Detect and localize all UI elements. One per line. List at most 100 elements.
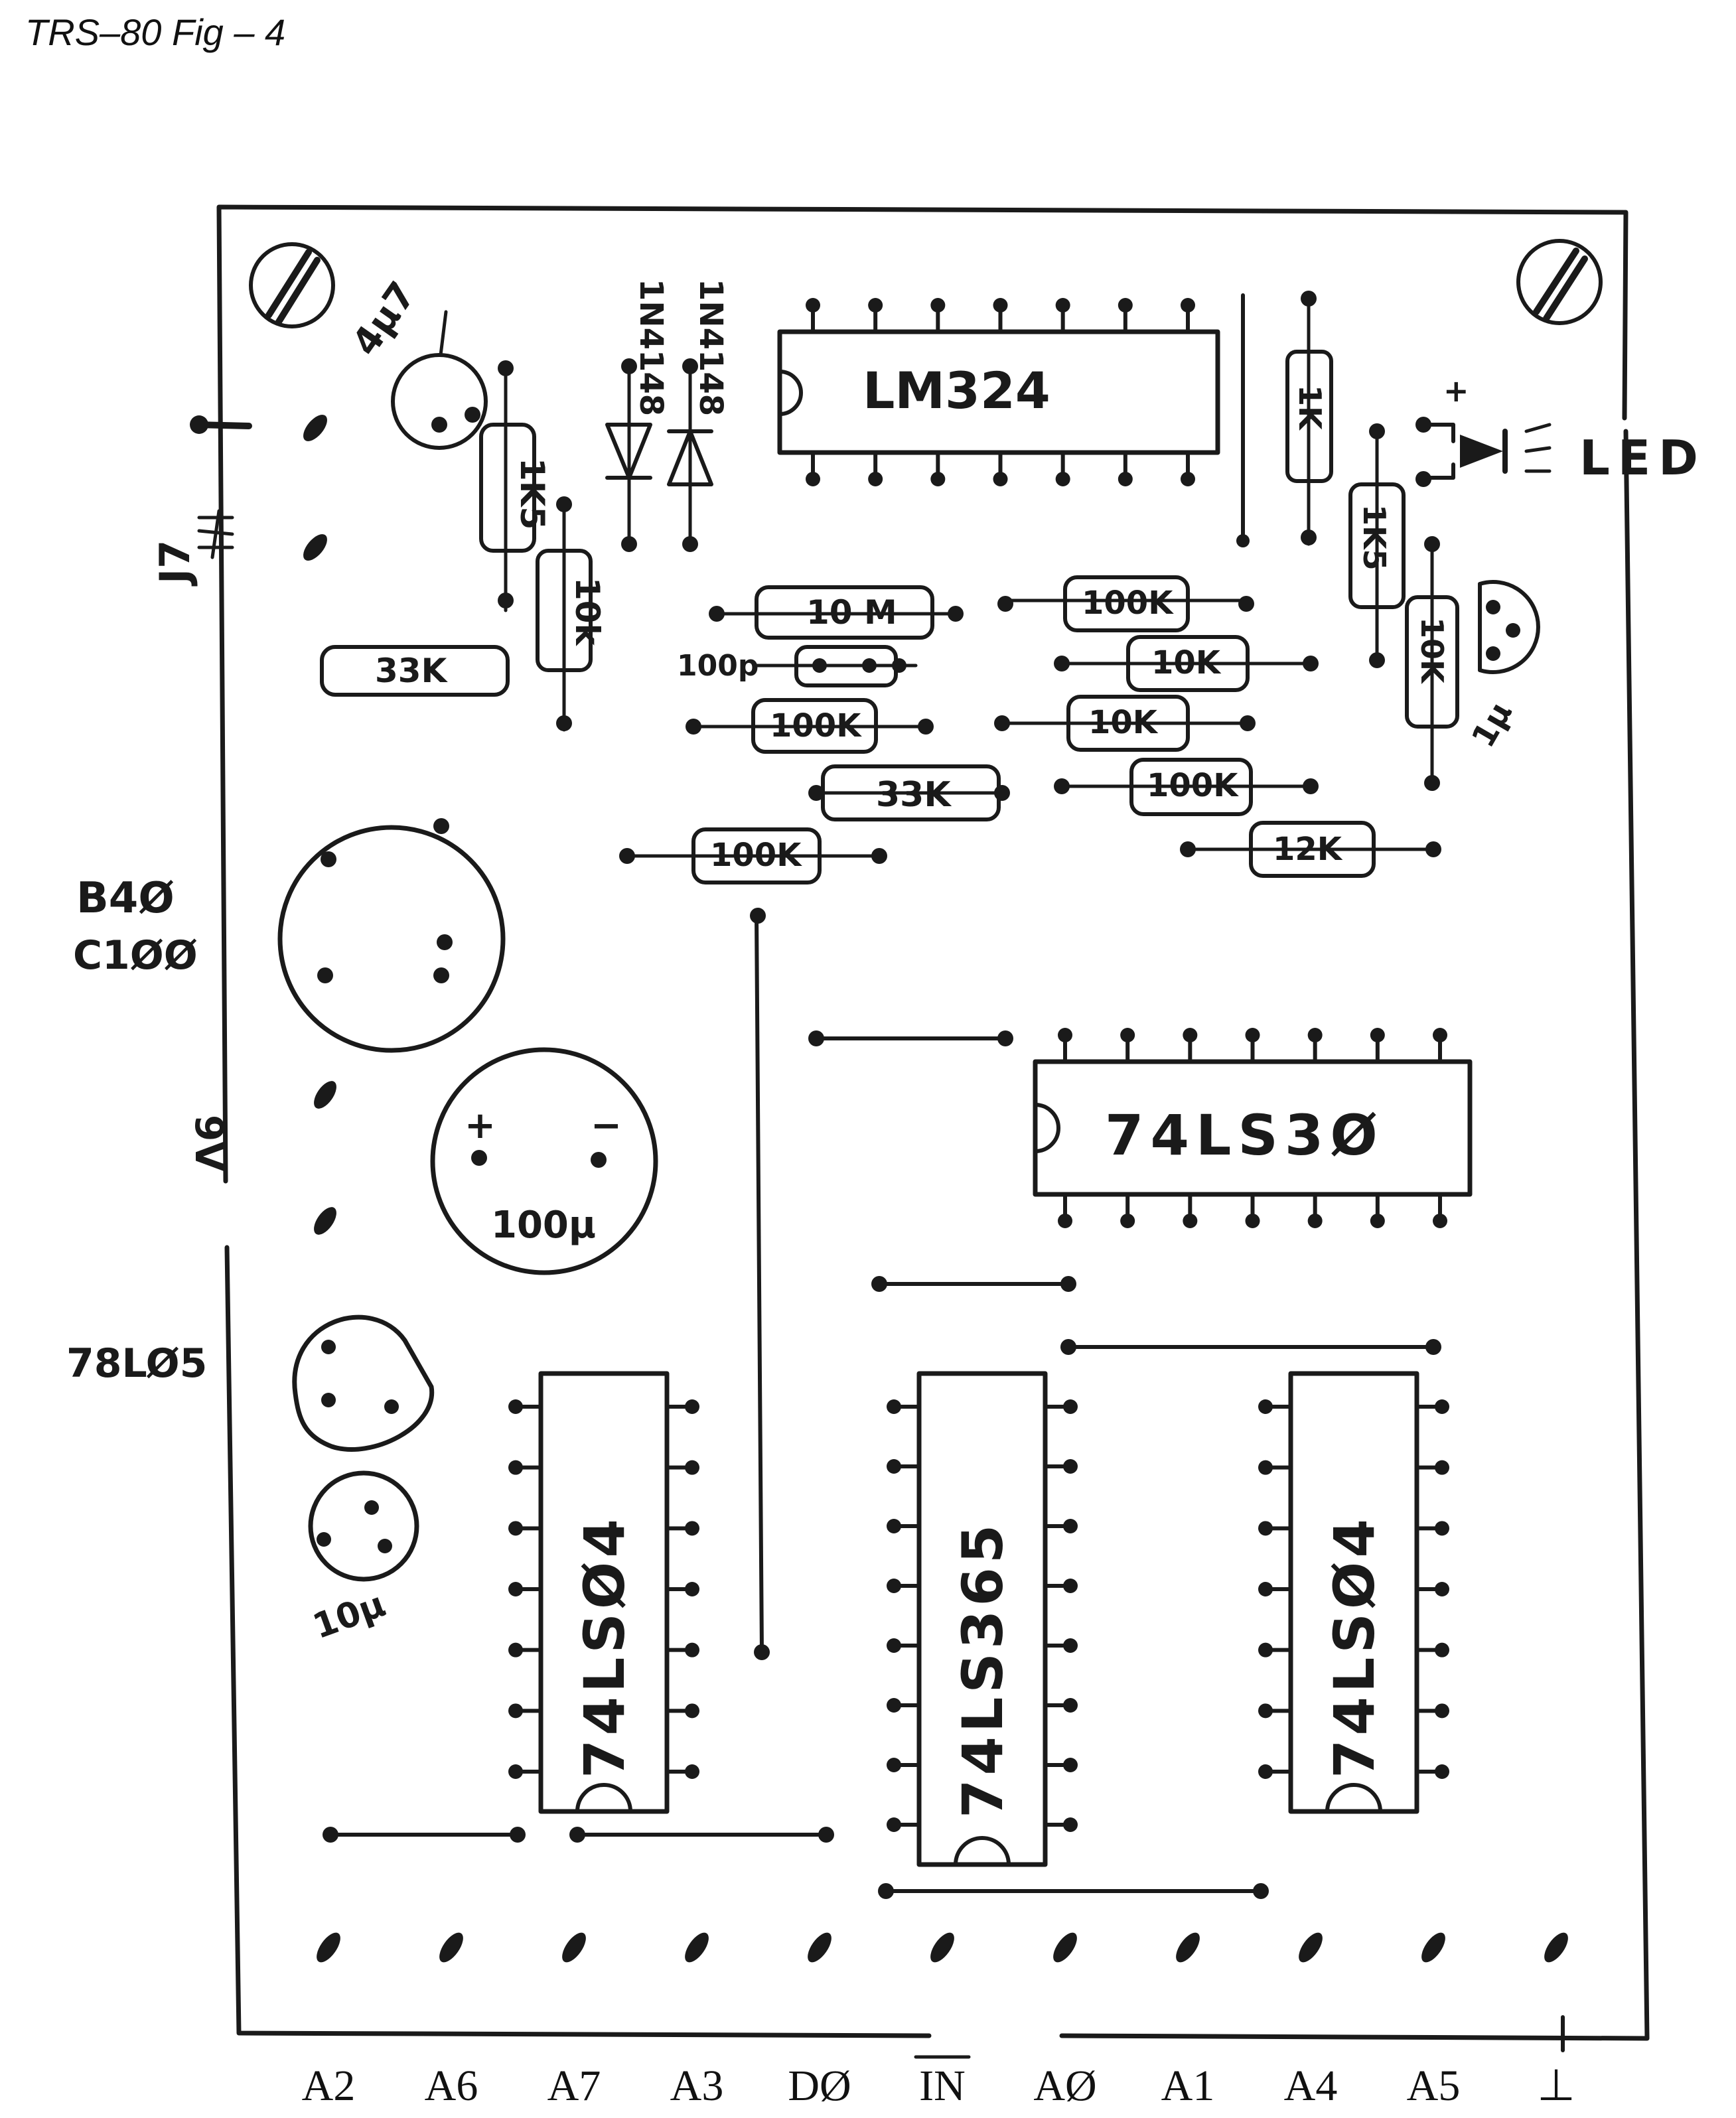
label-cap-1u: 1μ <box>1465 695 1520 754</box>
pin-label-6: AØ <box>1033 2062 1096 2110</box>
edge-pad <box>1544 1932 1568 1963</box>
ic-pad <box>1058 1214 1072 1228</box>
pin-label-4: DØ <box>788 2062 851 2110</box>
edge-pad <box>317 1932 340 1963</box>
resistor-33k-mid <box>808 764 1010 821</box>
ic-pad <box>1181 472 1195 486</box>
ic-pad <box>1258 1399 1273 1414</box>
ic-pad <box>868 298 883 313</box>
label-r-33k-mid: 33K <box>876 775 952 815</box>
label-regulator: 78LØ5 <box>66 1340 207 1387</box>
ic-74ls04-left <box>508 1371 699 1814</box>
ic-lm324-label: LM324 <box>863 361 1050 420</box>
pin-label-3: A3 <box>670 2062 724 2110</box>
ic-pad <box>1063 1758 1078 1772</box>
resistor-100k-c <box>997 575 1254 632</box>
label-r-12k: 12K <box>1273 831 1343 868</box>
ic-pad <box>1063 1698 1078 1713</box>
ic-pad <box>1245 1028 1260 1042</box>
ic-pad <box>1307 1028 1323 1042</box>
label-diode-1: 1N4148 <box>632 279 670 416</box>
ic-pad <box>508 1764 523 1779</box>
diode-pair <box>605 358 713 552</box>
ic-pad <box>930 298 946 313</box>
ic-pad <box>887 1399 901 1414</box>
label-r-10k-right: 10K <box>1414 617 1450 685</box>
pin-label-9: A5 <box>1407 2062 1461 2110</box>
ic-pad <box>1120 1028 1135 1042</box>
resistor-10k-c <box>994 695 1256 752</box>
edge-pad <box>930 1932 954 1963</box>
ic-pad <box>508 1399 523 1414</box>
ic-pad <box>1435 1460 1449 1475</box>
label-diode-2: 1N4148 <box>692 279 729 416</box>
pin-label-7: A1 <box>1161 2062 1215 2110</box>
ic-pad <box>1370 1028 1385 1042</box>
resistor-1k5 <box>479 360 536 612</box>
edge-pad <box>1299 1932 1323 1963</box>
resistor-10k-a <box>536 496 593 732</box>
label-r-10k-a: 10k <box>568 577 607 647</box>
edge-pad <box>1421 1932 1445 1963</box>
ic-pad <box>685 1399 699 1414</box>
ic-pad <box>685 1703 699 1719</box>
ic-pad <box>1435 1764 1449 1779</box>
board-outline <box>216 204 1650 2041</box>
ic-pad <box>1433 1214 1447 1228</box>
edge-pad <box>1176 1932 1200 1963</box>
label-r-100k-c: 100K <box>1082 585 1174 622</box>
resistor-10m <box>709 585 964 640</box>
label-r-1k5-right: 1K5 <box>1356 504 1392 571</box>
ic-pad <box>887 1817 901 1832</box>
resistor-100k-a <box>686 698 934 754</box>
capacitor-4u7 <box>391 310 488 450</box>
ic-pad <box>685 1642 699 1658</box>
ic-pad <box>685 1582 699 1596</box>
ic-pad <box>1181 298 1195 313</box>
edge-pad <box>808 1932 832 1963</box>
label-r-100k-b: 100K <box>710 837 802 874</box>
ic-pad <box>1435 1582 1449 1596</box>
ic-pad <box>1258 1460 1273 1475</box>
edge-pad <box>1053 1932 1077 1963</box>
label-r-33k-left: 33K <box>375 652 449 690</box>
left-edge-pads <box>190 415 327 561</box>
ic-pad <box>1118 472 1133 486</box>
ic-pad <box>1120 1214 1135 1228</box>
ic-pad <box>508 1521 523 1536</box>
ic-pad <box>887 1698 901 1713</box>
ic-pad <box>1258 1764 1273 1779</box>
jumper-wires <box>323 908 1441 1899</box>
ic-pad <box>685 1521 699 1536</box>
label-r-10k-b: 10K <box>1151 644 1222 681</box>
capacitor-10u <box>308 1470 419 1582</box>
label-r-1k5: 1K5 <box>513 458 551 530</box>
mounting-screw-right <box>1516 239 1603 325</box>
led <box>1415 417 1552 487</box>
ic-pad <box>1435 1399 1449 1414</box>
ic-74ls30-label: 74LS3Ø <box>1105 1103 1384 1168</box>
edge-connector-pads <box>317 1932 1568 1963</box>
ic-pad <box>1435 1642 1449 1658</box>
capacitor-100p <box>755 645 918 687</box>
ic-pad <box>1258 1582 1273 1596</box>
ic-pad <box>887 1519 901 1533</box>
label-cap-minus: − <box>591 1104 622 1147</box>
ic-pad <box>1063 1579 1078 1593</box>
edge-pad <box>439 1932 463 1963</box>
ic-pad <box>1055 472 1070 486</box>
edge-pad <box>685 1932 709 1963</box>
ic-pad <box>1063 1817 1078 1832</box>
ic-pad <box>1183 1028 1198 1042</box>
transistor <box>1478 580 1540 674</box>
pin-label-8: A4 <box>1284 2062 1338 2110</box>
ic-74ls365-label: 74LS365 <box>950 1521 1015 1818</box>
label-plus-supply: 9V <box>186 1115 232 1171</box>
label-led: LED <box>1579 430 1706 486</box>
label-r-10k-c: 10K <box>1088 704 1159 741</box>
resistor-1k5-right <box>1348 423 1406 668</box>
ic-pad <box>685 1460 699 1475</box>
ic-pad <box>1063 1519 1078 1533</box>
ic-pad <box>930 472 946 486</box>
